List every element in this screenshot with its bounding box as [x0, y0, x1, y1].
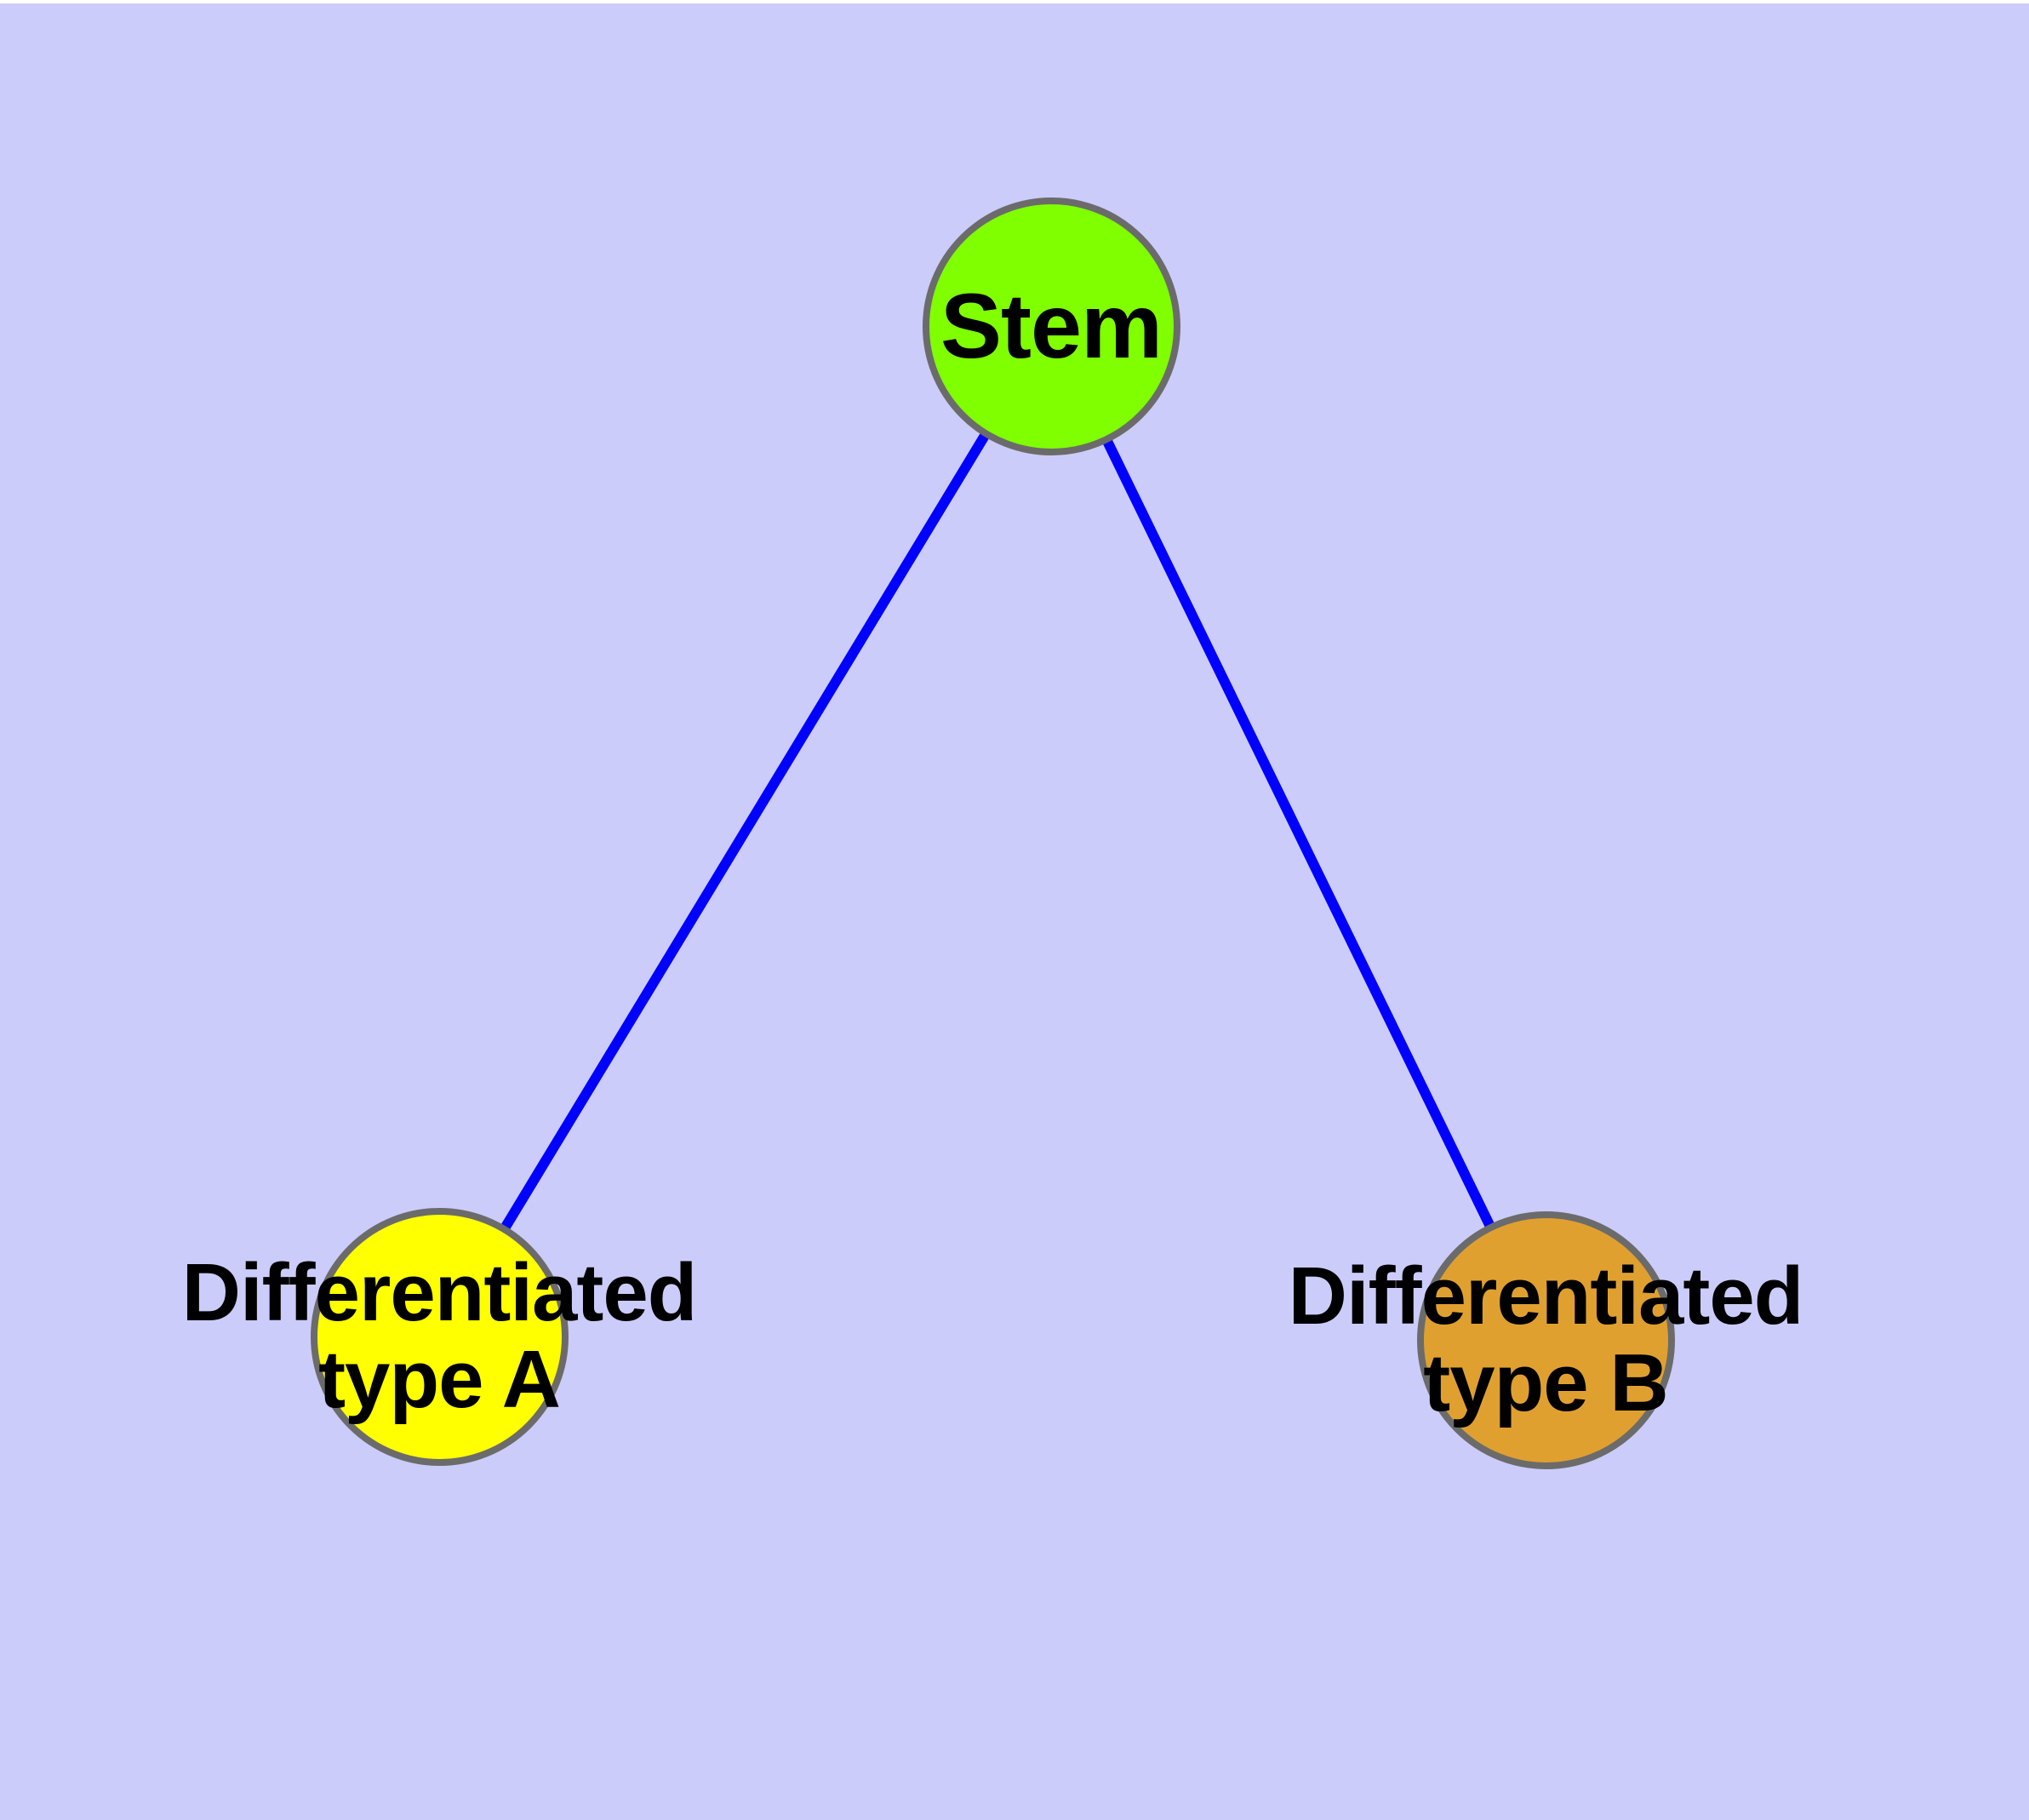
graph-edge — [434, 323, 1056, 1340]
graph-edges-layer — [434, 323, 1551, 1342]
node-circle-diff_a[interactable] — [310, 1207, 569, 1466]
node-circle-diff_b[interactable] — [1416, 1210, 1675, 1469]
edge-group — [434, 323, 1551, 1342]
node-circle-stem[interactable] — [922, 197, 1180, 455]
graph-edge — [1046, 323, 1551, 1342]
